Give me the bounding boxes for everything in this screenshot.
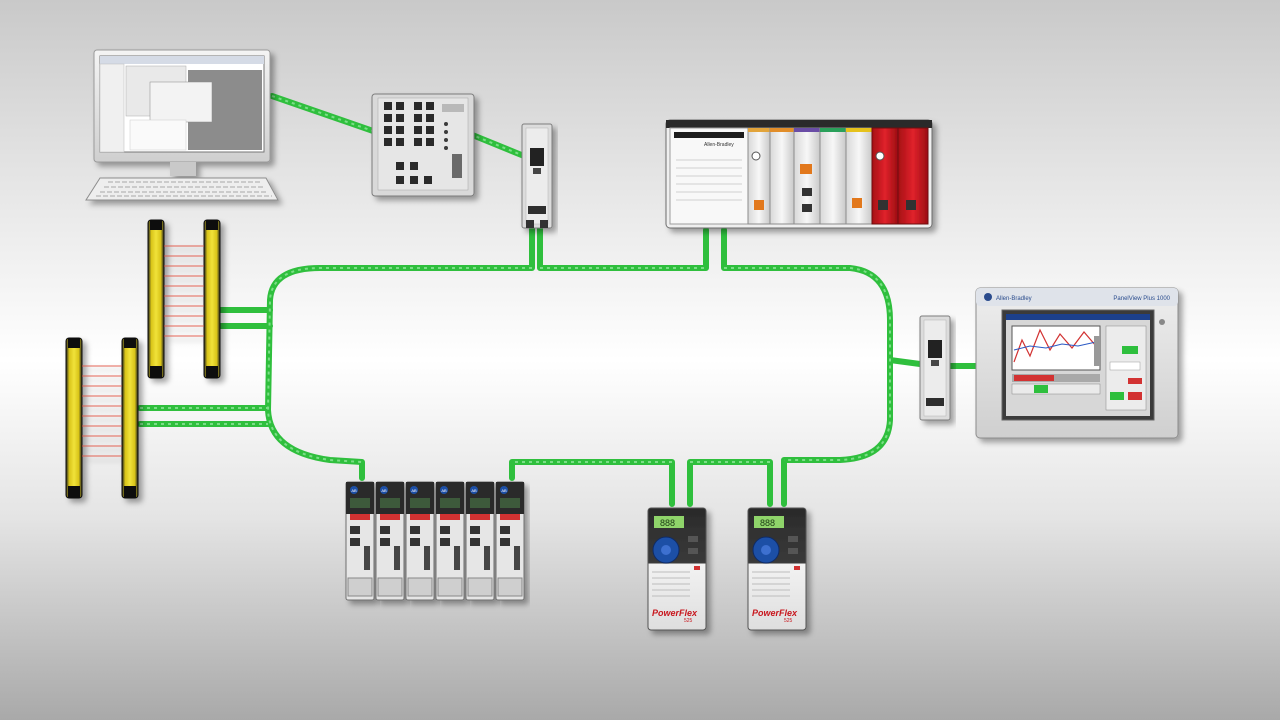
engineering-workstation — [85, 49, 279, 201]
servo-drive-icon: AB — [495, 481, 525, 601]
hmi-terminal-icon: Allen-Bradley PanelView Plus 1000 — [975, 287, 1179, 439]
drive-display: 888 — [760, 518, 775, 528]
safety-light-curtain-icon — [147, 219, 165, 379]
safety-light-curtain-upper — [147, 219, 221, 379]
chassis-module-slot — [747, 127, 771, 225]
safety-light-curtain-icon — [203, 219, 221, 379]
powerflex-label: PowerFlex — [752, 608, 798, 618]
servo-badge: AB — [381, 488, 387, 493]
network-tap-icon — [919, 315, 951, 421]
powerflex-model: 525 — [684, 618, 693, 624]
safety-module-slot — [897, 127, 929, 225]
servo-badge: AB — [471, 488, 477, 493]
network-cables-highlight — [140, 95, 891, 463]
servo-badge: AB — [441, 488, 447, 493]
servo-badge: AB — [411, 488, 417, 493]
servo-drive-icon: AB — [405, 481, 435, 601]
ac-drive-icon: 888 PowerFlex 525 — [647, 507, 707, 631]
light-curtain-beams — [164, 245, 204, 337]
keyboard-icon — [85, 177, 279, 201]
drive-display: 888 — [660, 518, 675, 528]
servo-drive-bank: AB — [345, 481, 375, 601]
hmi-model-label: PanelView Plus 1000 — [1113, 296, 1170, 302]
network-tap-icon — [521, 123, 553, 229]
safety-light-curtain-lower — [65, 337, 139, 499]
ac-drive-icon: 888 PowerFlex 525 — [747, 507, 807, 631]
safety-module-slot — [871, 127, 899, 225]
servo-drive-icon: AB — [435, 481, 465, 601]
chassis-module-slot — [793, 127, 821, 225]
servo-badge: AB — [501, 488, 507, 493]
servo-badge: AB — [351, 488, 357, 493]
chassis-brand-label: Allen-Bradley — [704, 142, 734, 148]
chassis-module-slot — [845, 127, 873, 225]
chassis-module-slot — [819, 127, 847, 225]
chassis-module-slot — [769, 127, 795, 225]
safety-light-curtain-icon — [121, 337, 139, 499]
servo-drive-icon: AB — [375, 481, 405, 601]
hmi-brand-label: Allen-Bradley — [996, 296, 1032, 302]
servo-drive-icon: AB — [465, 481, 495, 601]
light-curtain-beams — [82, 365, 122, 457]
powerflex-label: PowerFlex — [652, 608, 698, 618]
computer-monitor-icon — [93, 49, 271, 176]
servo-drive-icon: AB — [345, 481, 375, 601]
ethernet-switch-icon — [371, 93, 475, 197]
safety-light-curtain-icon — [65, 337, 83, 499]
powerflex-model: 525 — [784, 618, 793, 624]
controllogix-chassis-icon: Allen-Bradley — [665, 119, 933, 229]
